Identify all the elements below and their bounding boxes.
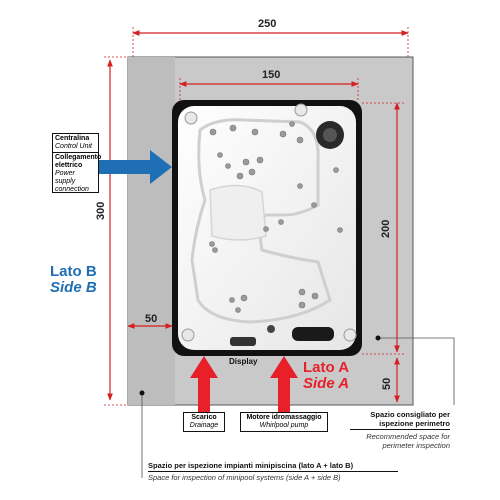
- dim-total-width: 250: [258, 18, 277, 30]
- side-b-label: Lato B Side B: [50, 263, 97, 296]
- leader-lines: [141, 337, 455, 478]
- jets: [209, 121, 343, 313]
- power-connection-label: Collegamento elettrico: [55, 154, 102, 169]
- dim-side-space: 50: [145, 313, 158, 325]
- drain-box: Scarico Drainage: [183, 412, 225, 432]
- power-arrow: [97, 150, 172, 184]
- pump-arrow: [270, 356, 298, 412]
- dim-bottom-space: 50: [381, 377, 393, 390]
- headrest: [292, 327, 334, 341]
- control-unit-title: Centralina: [55, 135, 90, 142]
- side-b-strip: [128, 57, 175, 405]
- display-panel: [230, 337, 256, 346]
- perimeter-marker: [375, 335, 381, 341]
- display-label: Display: [229, 357, 258, 366]
- tub-footwell: [209, 184, 267, 241]
- side-a-label: Lato A Side A: [303, 359, 350, 392]
- drain-arrow: [190, 356, 218, 412]
- systems-inspection-label: Spazio per ispezione impianti minipiscin…: [148, 460, 398, 483]
- dimension-lines: [107, 30, 409, 403]
- control-unit-box: Centralina Control Unit Collegamento ele…: [52, 133, 102, 193]
- pump-box: Motore idromassaggio Whirlpool pump: [240, 412, 328, 432]
- dim-tub-height: 200: [380, 219, 392, 238]
- power-connection-label-en: Power supply connection: [55, 170, 89, 193]
- corner-pods: [181, 103, 357, 342]
- dim-tub-width: 150: [262, 69, 281, 81]
- dim-total-height: 300: [95, 201, 107, 220]
- control-unit-title-en: Control Unit: [55, 143, 92, 150]
- perimeter-inspection-label: Spazio consigliato per ispezione perimet…: [350, 410, 450, 450]
- systems-marker: [139, 390, 145, 396]
- tub-seat-contours: [190, 118, 332, 324]
